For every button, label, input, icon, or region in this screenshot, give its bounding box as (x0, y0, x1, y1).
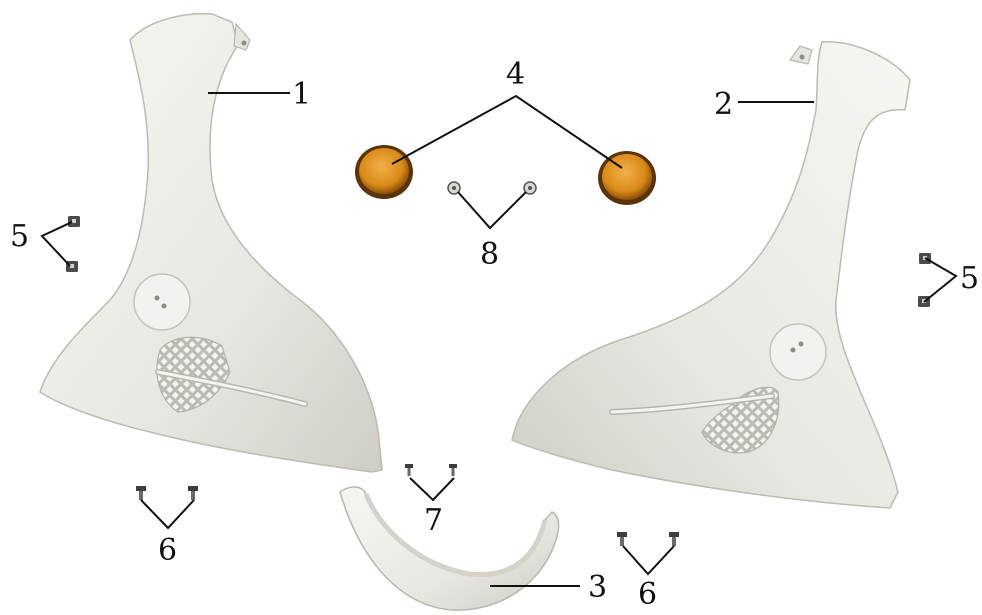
callout-8: 8 (480, 237, 499, 272)
callout-5-right: 5 (960, 261, 979, 296)
leader-8 (458, 192, 526, 228)
callout-6-right: 6 (638, 577, 657, 612)
screw-6-left-a (136, 486, 146, 500)
leader-7 (410, 478, 454, 500)
callout-6-left: 6 (158, 533, 177, 568)
screw-6-left-b (188, 486, 198, 500)
callout-1: 1 (292, 77, 311, 112)
screw-7-right (449, 464, 457, 476)
callout-4: 4 (506, 57, 525, 92)
left-side-panel (40, 14, 382, 472)
screw-6-right-a (617, 532, 627, 546)
callout-5-left: 5 (10, 219, 29, 254)
right-panel-round-boss (770, 324, 826, 380)
reflector-left (355, 145, 413, 199)
callout-3: 3 (588, 570, 607, 605)
right-side-panel (512, 42, 910, 508)
clip-nut-left-upper (68, 216, 80, 227)
callout-2: 2 (714, 87, 733, 122)
leader-6-right (623, 546, 674, 574)
leader-5-left (42, 222, 72, 266)
screw-7-left (405, 464, 413, 476)
leader-6-left (141, 500, 194, 528)
reflector-right (598, 151, 656, 205)
leader-4 (392, 96, 622, 168)
callout-7: 7 (424, 503, 443, 538)
leader-5-right (924, 258, 956, 302)
screw-6-right-b (669, 532, 679, 546)
lower-front-skirt (340, 487, 559, 610)
left-panel-round-boss (134, 274, 190, 330)
